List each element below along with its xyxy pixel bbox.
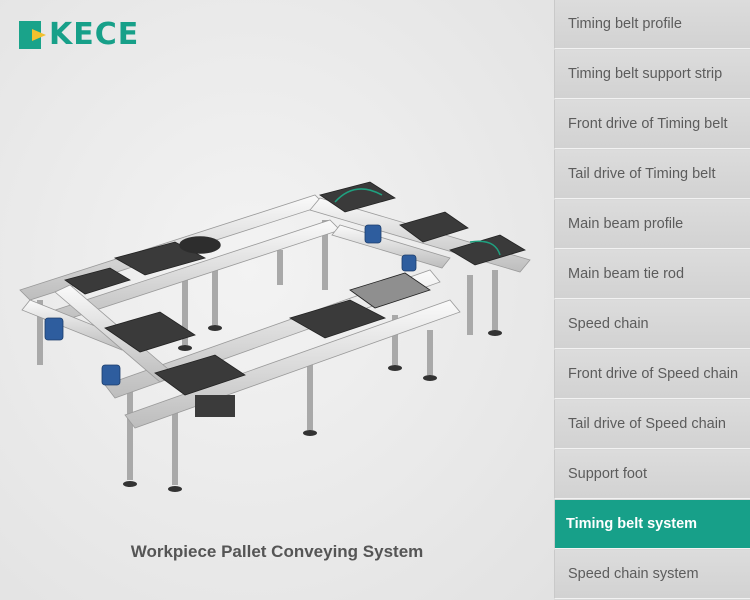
menu-item-timing-belt-profile[interactable]: Timing belt profile	[554, 0, 750, 49]
brand-name: KECE	[49, 17, 140, 52]
menu-item-tail-drive-timing-belt[interactable]: Tail drive of Timing belt	[554, 150, 750, 199]
drive-motors	[44, 224, 417, 386]
logo-mark-icon	[19, 21, 47, 49]
support-feet	[123, 325, 502, 492]
menu-item-front-drive-timing-belt[interactable]: Front drive of Timing belt	[554, 100, 750, 149]
menu-item-front-drive-speed-chain[interactable]: Front drive of Speed chain	[554, 350, 750, 399]
menu-item-speed-chain[interactable]: Speed chain	[554, 300, 750, 349]
system-caption: Workpiece Pallet Conveying System	[130, 542, 424, 561]
control-box	[195, 395, 235, 417]
product-stage: KECE	[0, 0, 554, 600]
component-menu: Timing belt profile Timing belt support …	[554, 0, 750, 600]
conveyor-system-render	[19, 181, 531, 492]
menu-item-tail-drive-speed-chain[interactable]: Tail drive of Speed chain	[554, 400, 750, 449]
brand-logo[interactable]: KECE	[19, 19, 139, 51]
menu-item-speed-chain-system[interactable]: Speed chain system	[554, 550, 750, 599]
menu-item-main-beam-profile[interactable]: Main beam profile	[554, 200, 750, 249]
support-legs	[37, 220, 498, 485]
menu-item-main-beam-tie-rod[interactable]: Main beam tie rod	[554, 250, 750, 299]
workpiece-pallets	[64, 181, 526, 396]
corner-turntables	[179, 188, 501, 256]
menu-item-timing-belt-support-strip[interactable]: Timing belt support strip	[554, 50, 750, 99]
menu-item-timing-belt-system[interactable]: Timing belt system	[554, 500, 750, 549]
menu-item-support-foot[interactable]: Support foot	[554, 450, 750, 499]
